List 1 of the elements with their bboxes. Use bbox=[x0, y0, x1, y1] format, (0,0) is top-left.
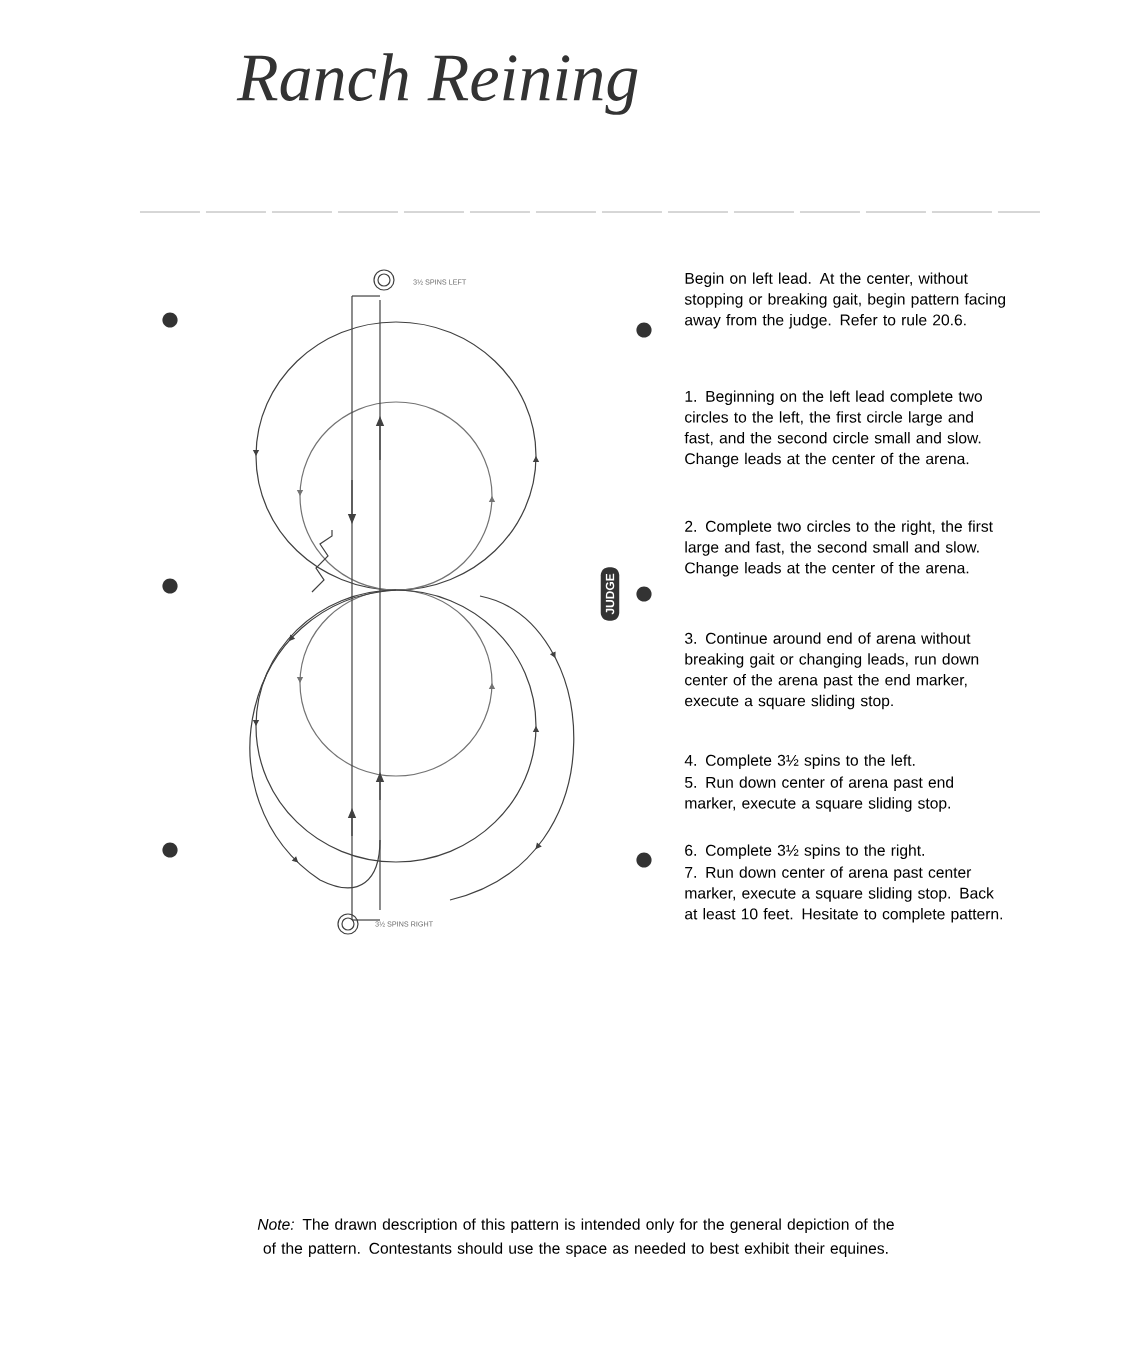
title: Ranch Reining bbox=[236, 53, 638, 115]
